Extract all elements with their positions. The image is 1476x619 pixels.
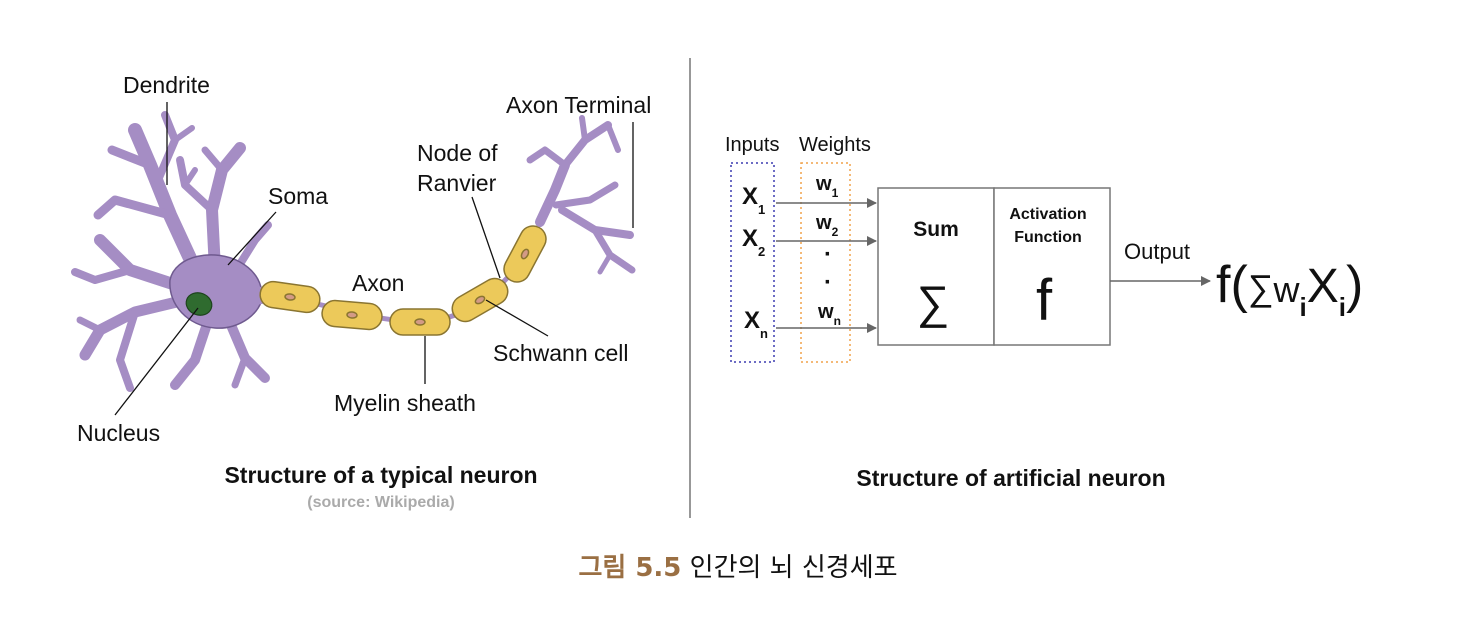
- weight-dot-1: ·: [824, 241, 832, 268]
- input-xn: Xn: [744, 307, 768, 341]
- figure-caption: 그림 5.5 인간의 뇌 신경세포: [0, 547, 1476, 584]
- myelin-segments: [259, 225, 547, 336]
- input-x1: X1: [742, 183, 765, 217]
- activation-label-line1: Activation: [1009, 206, 1086, 223]
- nucleus-shape: [185, 292, 213, 316]
- artificial-neuron-diagram: Inputs Weights X1 X2 Xn w1 w2 · · wn Sum…: [725, 134, 1363, 491]
- figure-number: 그림 5.5: [578, 553, 682, 583]
- input-arrows: [776, 198, 877, 333]
- biological-neuron-diagram: Dendrite Soma Nucleus Axon Node of Ranvi…: [71, 72, 651, 511]
- axon-terminals: [526, 115, 636, 275]
- activation-label-line2: Function: [1014, 229, 1082, 246]
- weight-w1: w1: [815, 173, 839, 200]
- node-of-ranvier-label-line1: Node of: [417, 140, 498, 166]
- neuron-source: (source: Wikipedia): [307, 494, 454, 511]
- output-label: Output: [1124, 239, 1190, 264]
- output-formula: f(∑wiXi): [1216, 256, 1363, 322]
- input-x2: X2: [742, 225, 765, 259]
- node-of-ranvier-label-line2: Ranvier: [417, 170, 497, 196]
- sum-box: [877, 187, 995, 346]
- soma-label: Soma: [268, 183, 328, 209]
- sum-label: Sum: [913, 218, 959, 241]
- sum-symbol: ∑: [917, 276, 950, 328]
- inputs-header: Inputs: [725, 134, 779, 156]
- weight-dot-2: ·: [824, 269, 832, 296]
- myelin-sheath-label: Myelin sheath: [334, 390, 476, 416]
- inputs-group-box: [730, 162, 775, 363]
- leader-lines: [114, 102, 634, 416]
- nucleus-label: Nucleus: [77, 420, 160, 446]
- figure-caption-text: 인간의 뇌 신경세포: [689, 553, 898, 583]
- axon-terminal-label: Axon Terminal: [506, 92, 651, 118]
- weight-w2: w2: [815, 212, 839, 239]
- axon-label: Axon: [352, 270, 404, 296]
- weight-wn: wn: [817, 301, 841, 328]
- dendrites: [71, 111, 272, 392]
- schwann-cell-label: Schwann cell: [493, 340, 629, 366]
- neuron-title: Structure of a typical neuron: [224, 462, 537, 488]
- activation-box: [993, 187, 1111, 346]
- weights-header: Weights: [799, 134, 871, 156]
- soma-body: [169, 254, 263, 329]
- dendrite-label: Dendrite: [123, 72, 210, 98]
- artificial-title: Structure of artificial neuron: [856, 465, 1165, 491]
- activation-symbol: f: [1036, 268, 1053, 333]
- weights-group-box: [800, 162, 851, 363]
